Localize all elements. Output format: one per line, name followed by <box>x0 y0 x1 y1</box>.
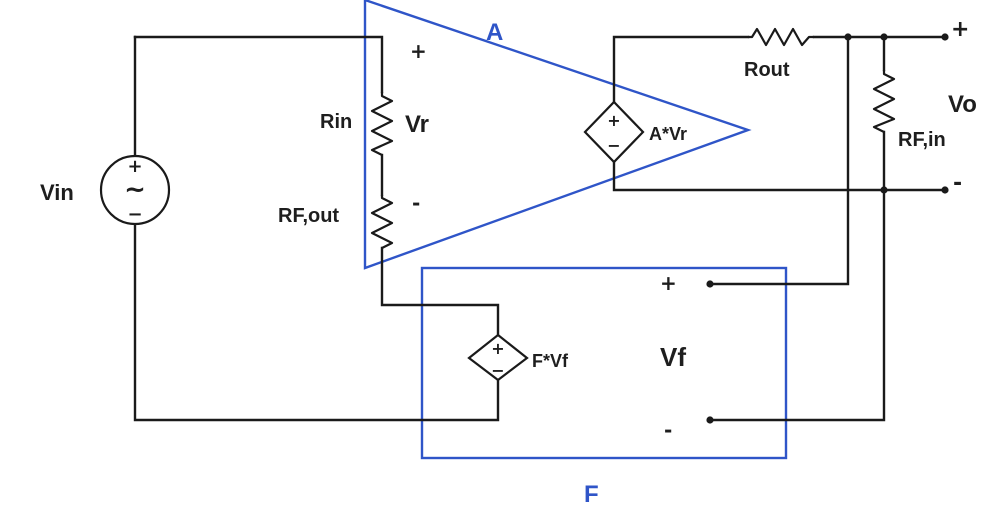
vr-minus-sign: - <box>412 191 420 215</box>
rout-label: Rout <box>744 59 790 81</box>
junction-dots <box>706 33 949 424</box>
vin-source-circle <box>99 154 171 226</box>
vin-minus-sign: − <box>127 204 142 225</box>
f-source-label: F*Vf <box>532 351 569 371</box>
output-wires <box>612 35 947 422</box>
f-source-minus-sign: − <box>491 361 504 380</box>
rf-out-label: RF,out <box>278 205 339 227</box>
vf-minus-sign: - <box>664 418 672 442</box>
rout-resistor <box>748 27 814 47</box>
vr-plus-sign: + <box>410 39 427 63</box>
vo-plus-sign: + <box>951 17 969 42</box>
vin-wave-symbol: ~ <box>124 175 146 205</box>
f-source-diamond <box>467 333 529 382</box>
rin-label: Rin <box>320 111 352 133</box>
vo-label: Vo <box>948 91 977 118</box>
vf-label: Vf <box>660 342 686 372</box>
vin-plus-sign: + <box>127 156 142 177</box>
a-source-label: A*Vr <box>649 124 687 144</box>
vo-minus-sign: - <box>953 171 962 196</box>
vf-plus-sign: + <box>660 271 677 295</box>
feedback-block-rectangle <box>420 266 788 460</box>
rf-out-resistor <box>370 195 394 249</box>
amplifier-block-triangle <box>363 0 752 270</box>
rin-resistor <box>370 92 394 156</box>
vin-label: Vin <box>40 180 74 205</box>
a-dependent-source: + − <box>583 100 645 164</box>
a-source-plus-sign: + <box>607 111 620 130</box>
rf-in-label: RF,in <box>898 129 946 151</box>
vr-label: Vr <box>405 111 429 138</box>
amplifier-block-label: A <box>486 19 503 46</box>
rf-in-resistor <box>872 70 896 133</box>
f-source-plus-sign: + <box>491 339 504 358</box>
input-loop-wires <box>133 35 500 422</box>
a-source-minus-sign: − <box>607 136 620 155</box>
a-source-diamond <box>583 100 645 164</box>
feedback-block-label: F <box>584 481 599 507</box>
vin-ac-source: + ~ − <box>99 154 171 226</box>
f-dependent-source: + − <box>467 333 529 382</box>
